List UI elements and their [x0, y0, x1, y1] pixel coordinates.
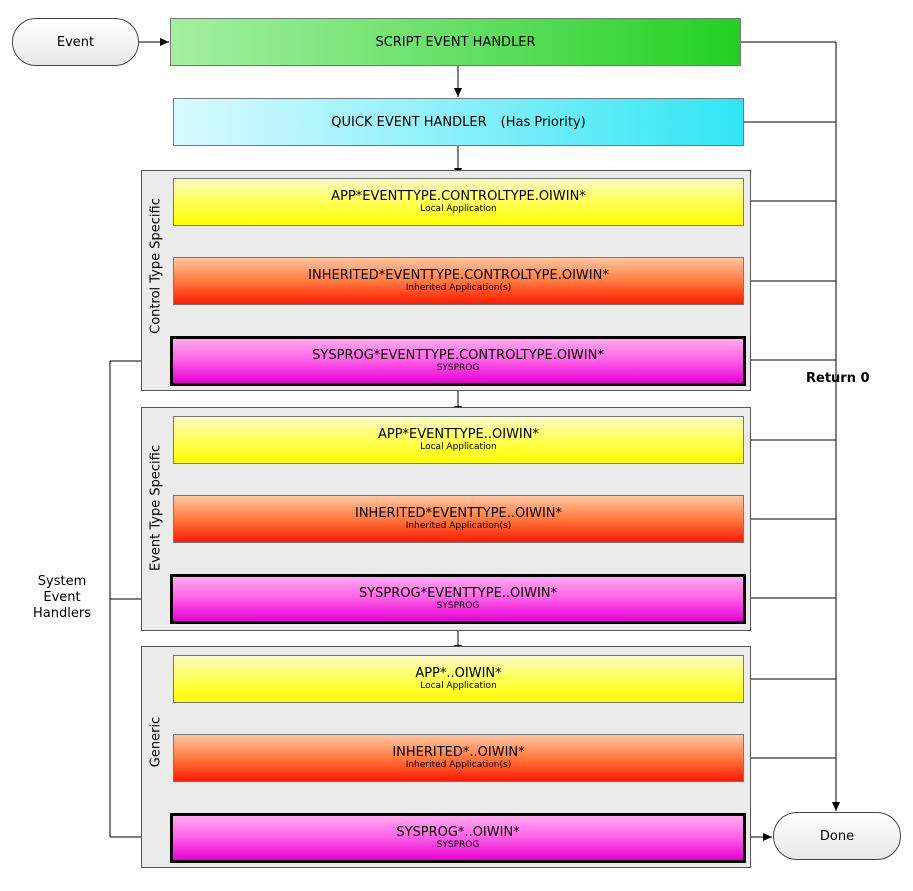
handler-sublabel: SYSPROG — [436, 601, 480, 611]
handler-sublabel: Inherited Application(s) — [405, 760, 512, 770]
script-event-handler-box: SCRIPT EVENT HANDLER — [170, 18, 741, 66]
done-end-terminal: Done — [773, 812, 901, 860]
return-zero-label: Return 0 — [806, 371, 870, 386]
handler-inherited-eventtype-box: INHERITED*EVENTTYPE..OIWIN* Inherited Ap… — [173, 495, 744, 543]
event-start-label: Event — [56, 34, 95, 50]
group-control-type-specific-label: Control Type Specific — [148, 198, 164, 334]
handler-inherited-generic-box: INHERITED*..OIWIN* Inherited Application… — [173, 734, 744, 782]
handler-sublabel: Local Application — [420, 442, 497, 452]
handler-label: APP*EVENTTYPE.CONTROLTYPE.OIWIN* — [331, 189, 586, 204]
handler-label: INHERITED*EVENTTYPE.CONTROLTYPE.OIWIN* — [308, 268, 609, 283]
handler-sysprog-controltype-box: SYSPROG*EVENTTYPE.CONTROLTYPE.OIWIN* SYS… — [170, 336, 746, 386]
done-end-label: Done — [819, 828, 855, 844]
group-event-type-specific-label: Event Type Specific — [148, 445, 164, 571]
handler-label: SYSPROG*..OIWIN* — [396, 825, 520, 840]
handler-label: INHERITED*EVENTTYPE..OIWIN* — [354, 506, 563, 521]
handler-sysprog-generic-box: SYSPROG*..OIWIN* SYSPROG — [170, 813, 746, 863]
handler-sublabel: Local Application — [420, 681, 497, 691]
handler-sublabel: SYSPROG — [436, 840, 480, 850]
handler-sysprog-eventtype-box: SYSPROG*EVENTTYPE..OIWIN* SYSPROG — [170, 574, 746, 624]
handler-label: APP*EVENTTYPE..OIWIN* — [377, 427, 539, 442]
script-event-handler-label: SCRIPT EVENT HANDLER — [375, 34, 536, 50]
handler-sublabel: Inherited Application(s) — [405, 521, 512, 531]
handler-label: SYSPROG*EVENTTYPE.CONTROLTYPE.OIWIN* — [312, 348, 604, 363]
handler-app-eventtype-box: APP*EVENTTYPE..OIWIN* Local Application — [173, 416, 744, 464]
handler-sublabel: SYSPROG — [436, 363, 480, 373]
handler-label: APP*..OIWIN* — [415, 666, 502, 681]
handler-inherited-controltype-box: INHERITED*EVENTTYPE.CONTROLTYPE.OIWIN* I… — [173, 257, 744, 305]
event-start-terminal: Event — [12, 18, 139, 66]
handler-sublabel: Local Application — [420, 204, 497, 214]
handler-app-controltype-box: APP*EVENTTYPE.CONTROLTYPE.OIWIN* Local A… — [173, 178, 744, 226]
handler-label: SYSPROG*EVENTTYPE..OIWIN* — [358, 586, 558, 601]
handler-sublabel: Inherited Application(s) — [405, 283, 512, 293]
handler-app-generic-box: APP*..OIWIN* Local Application — [173, 655, 744, 703]
quick-event-handler-box: QUICK EVENT HANDLER (Has Priority) — [173, 98, 744, 146]
group-generic-label: Generic — [148, 716, 164, 768]
handler-label: INHERITED*..OIWIN* — [392, 745, 525, 760]
quick-event-handler-note: (Has Priority) — [500, 114, 586, 130]
quick-event-handler-label: QUICK EVENT HANDLER — [331, 114, 487, 130]
system-event-handlers-label: System Event Handlers — [33, 574, 91, 621]
